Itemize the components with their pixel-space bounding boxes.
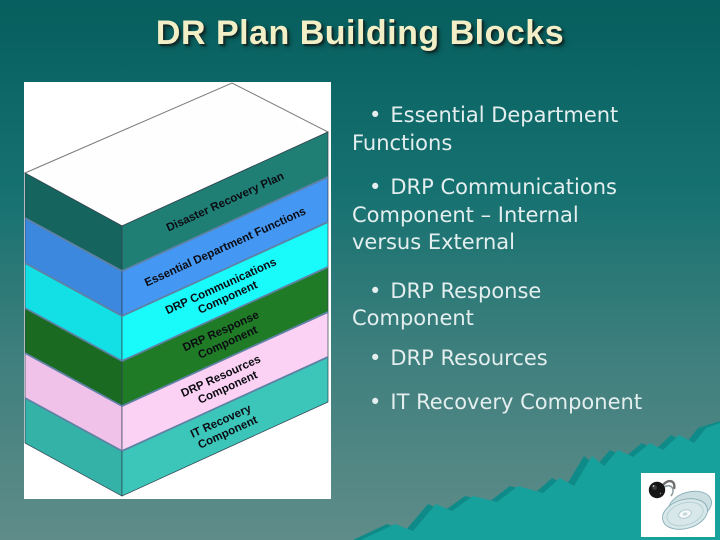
slide-title: DR Plan Building Blocks: [155, 14, 565, 52]
bullet-item: • IT Recovery Component: [352, 389, 708, 417]
cd-padlock-discs-image: [641, 473, 715, 537]
bullet-item: • DRP Resources: [352, 345, 708, 373]
bullet-text: Essential Department: [390, 103, 619, 127]
bullet-text: versus External: [352, 230, 515, 254]
bullet-text: Component: [352, 306, 474, 330]
bullet-text: DRP Communications: [390, 175, 617, 199]
bullet-icon: •: [369, 278, 382, 303]
mountain-shape: [361, 423, 720, 540]
block-seams: [24, 176, 329, 452]
bullet-icon: •: [369, 345, 382, 370]
bullet-text: IT Recovery Component: [390, 390, 643, 414]
bullet-text: Functions: [352, 130, 453, 155]
bullet-icon: •: [369, 390, 382, 414]
cd-padlock-discs-icon: [648, 479, 712, 530]
bullet-icon: •: [369, 103, 382, 127]
building-blocks-diagram: Disaster Recovery Plan Essential Departm…: [24, 82, 331, 499]
bullet-text: DRP Resources: [390, 345, 548, 370]
blocks-stack-svg: Disaster Recovery Plan Essential Departm…: [24, 82, 330, 497]
bullet-icon: •: [369, 175, 382, 199]
bullet-text: Component – Internal: [352, 202, 579, 227]
bullet-text: DRP Response: [390, 278, 542, 303]
